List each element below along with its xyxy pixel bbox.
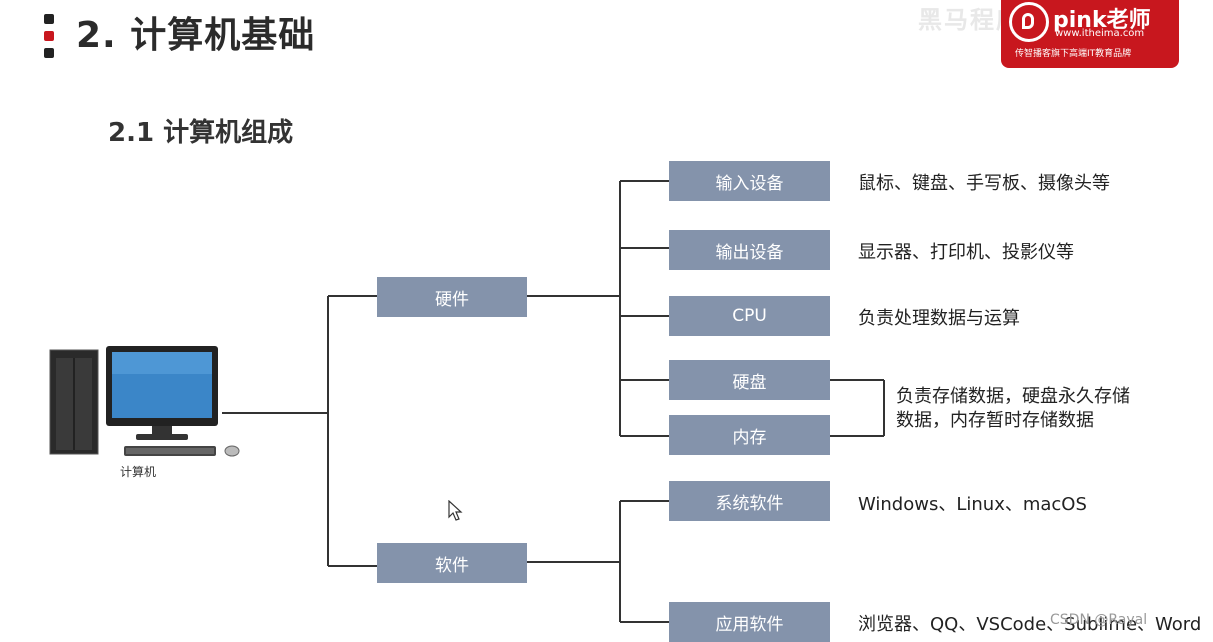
brand-logo: pink老师 www.itheima.com 传智播客旗下高端IT教育品牌 — [1001, 0, 1179, 68]
footer-watermark: CSDN @Rayal — [1050, 612, 1148, 628]
page-title: 2. 计算机基础 — [76, 15, 316, 56]
desc-system-software: Windows、Linux、macOS — [858, 494, 1087, 515]
brand-name: pink老师 — [1053, 8, 1151, 33]
brand-icon — [1009, 2, 1049, 42]
node-software: 软件 — [377, 543, 527, 583]
node-hardware: 硬件 — [377, 277, 527, 317]
desc-output-devices: 显示器、打印机、投影仪等 — [858, 242, 1074, 263]
desc-input-devices: 鼠标、键盘、手写板、摄像头等 — [858, 173, 1110, 194]
mouse-cursor-icon — [448, 500, 463, 521]
computer-label: 计算机 — [120, 465, 157, 479]
node-memory: 内存 — [669, 415, 830, 455]
node-input-devices: 输入设备 — [669, 161, 830, 201]
computer-icon — [49, 346, 240, 457]
node-cpu: CPU — [669, 296, 830, 336]
section-subtitle: 2.1 计算机组成 — [108, 118, 294, 148]
node-output-devices: 输出设备 — [669, 230, 830, 270]
desc-application-software: 浏览器、QQ、VSCode、Sublime、Word — [858, 614, 1202, 635]
title-marker-icon — [44, 14, 54, 58]
brand-tagline: 传智播客旗下高端IT教育品牌 — [1015, 49, 1132, 59]
node-system-software: 系统软件 — [669, 481, 830, 521]
desc-storage: 负责存储数据，硬盘永久存储数据，内存暂时存储数据 — [896, 386, 1130, 431]
node-application-software: 应用软件 — [669, 602, 830, 642]
desc-cpu: 负责处理数据与运算 — [858, 308, 1020, 329]
node-hard-disk: 硬盘 — [669, 360, 830, 400]
brand-url: www.itheima.com — [1055, 28, 1145, 39]
